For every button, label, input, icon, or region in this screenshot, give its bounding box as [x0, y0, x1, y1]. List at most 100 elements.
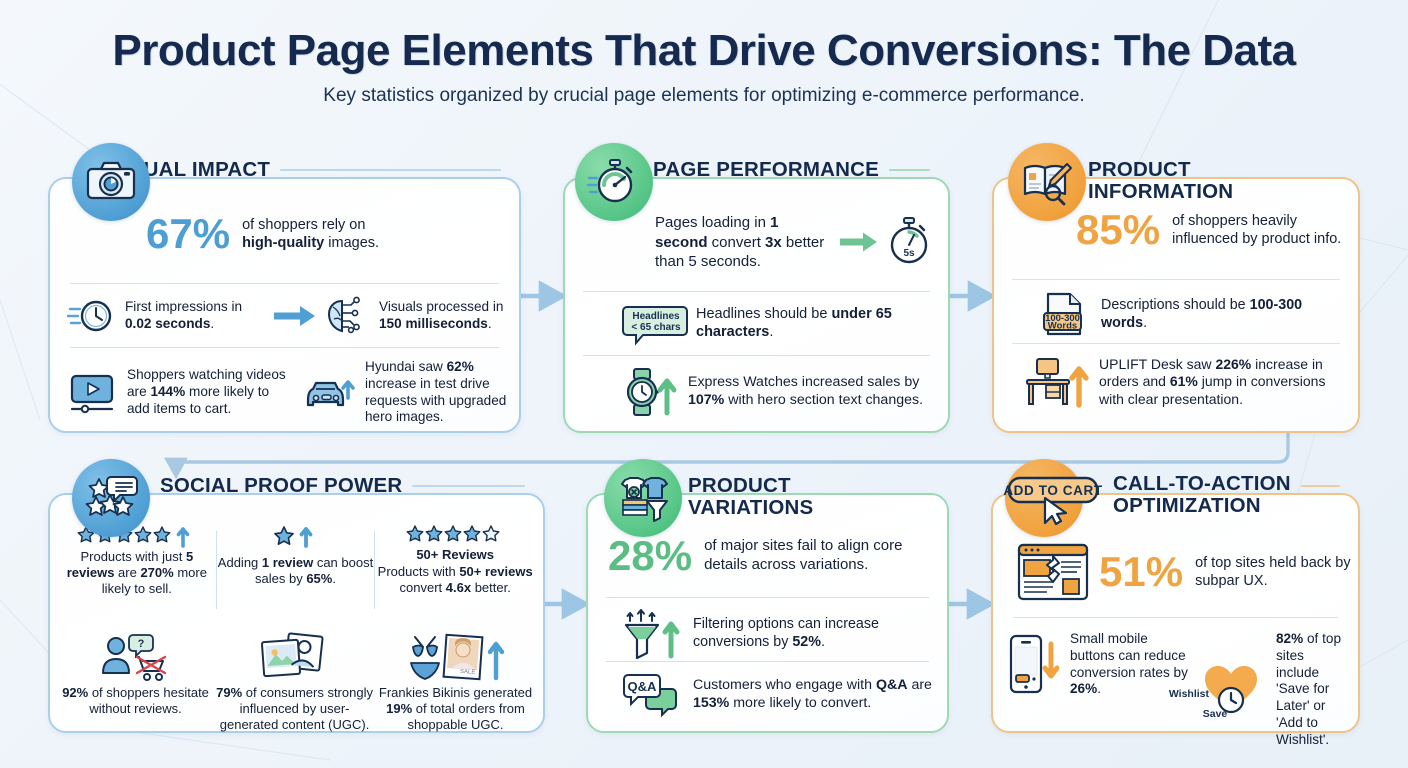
- mobile-downarrow-icon: [1009, 634, 1060, 693]
- page-title: Product Page Elements That Drive Convers…: [112, 26, 1296, 75]
- badge-visual-impact: [72, 143, 150, 221]
- part-lead: Frankies Bikinis generated: [378, 685, 533, 700]
- divider: [70, 283, 499, 284]
- part-bold: 92%: [62, 685, 89, 700]
- social-col-5-reviews: Products with just 5 reviews are 270% mo…: [58, 525, 216, 597]
- divider: [583, 291, 930, 292]
- card-product-variations[interactable]: PRODUCT VARIATIONS 28% of major sites fa…: [586, 459, 949, 733]
- photos-ugc-icon: [260, 632, 324, 678]
- desk-uparrow-icon: [1026, 358, 1089, 408]
- card-social-proof-power[interactable]: SOCIAL PROOF POWER Products with just 5: [48, 459, 545, 733]
- card-head-cta: CALL-TO-ACTION OPTIMIZATION: [1113, 473, 1340, 516]
- tag-label-2: < 65 chars: [631, 322, 681, 333]
- funnel-uparrow-icon: [624, 609, 680, 660]
- fact-text: 92% of shoppers hesitate without reviews…: [58, 685, 213, 717]
- part-tail: with hero section text changes.: [724, 392, 924, 408]
- part-lead: Visuals processed in: [379, 299, 504, 315]
- fact-text: Products with 50+ reviews convert 4.6x b…: [375, 564, 535, 596]
- vdivider: [374, 531, 376, 609]
- svg-text:SALE: SALE: [459, 669, 475, 676]
- part-bold-2: 153%: [693, 695, 730, 711]
- part-bold-1: 5 reviews: [66, 549, 194, 580]
- stars-caption: 50+ Reviews: [416, 547, 495, 562]
- divider: [70, 347, 499, 348]
- part-tail: .: [820, 634, 825, 650]
- divider: [606, 597, 929, 598]
- part-tail: more likely to add items to cart.: [127, 384, 270, 416]
- part-bold: 19%: [386, 700, 413, 716]
- fact-text: First impressions in 0.02 seconds.: [125, 299, 268, 333]
- hero-text-page-performance: Pages loading in 1 second convert 3x bet…: [655, 213, 834, 272]
- part-bold-1: 1 review: [261, 555, 314, 570]
- video-player-icon: [70, 374, 114, 413]
- fact-text: Filtering options can increase conversio…: [693, 616, 933, 651]
- part-bold-1: 1 second: [655, 214, 779, 251]
- one-star-uparrow-icon: [273, 526, 312, 548]
- hero-stat-product-variations: 28% of major sites fail to align core de…: [608, 535, 935, 577]
- part-tail: increase in test drive requests with upg…: [365, 375, 507, 425]
- stopwatch-5s-icon: 5s: [890, 217, 928, 264]
- fact-text: Visuals processed in 150 milliseconds.: [379, 299, 522, 333]
- card-head-product-variations: PRODUCT VARIATIONS: [688, 474, 929, 519]
- part-bold-2: 65%: [306, 570, 333, 586]
- card-title: PRODUCT VARIATIONS: [688, 474, 814, 519]
- headline-tag-icon: Headlines < 65 chars: [622, 306, 688, 346]
- part-tail: more likely to convert.: [729, 695, 872, 711]
- fact-text: Adding 1 review can boost sales by 65%.: [217, 555, 375, 587]
- part-lead: Filtering options can increase conversio…: [693, 616, 879, 650]
- divider: [583, 355, 930, 356]
- fact-first-impressions: First impressions in 0.02 seconds.: [66, 296, 268, 336]
- part-lead: Products with: [377, 564, 460, 579]
- fact-visuals-processed: Visuals processed in 150 milliseconds.: [322, 295, 522, 337]
- stopwatch-label: 5s: [903, 248, 915, 259]
- card-product-information[interactable]: PRODUCT INFORMATION 85% of shoppers heav…: [992, 143, 1360, 433]
- tag-label-1: Headlines: [632, 311, 680, 322]
- social-col-hesitate: ? 92% of shoppers hesitate without revie…: [58, 633, 213, 717]
- fact-wishlist-sites: Wishlist Save 82% of top sites include '…: [1169, 631, 1348, 748]
- part-lead: Products with just: [80, 549, 186, 564]
- fact-text: Products with just 5 reviews are 270% mo…: [58, 549, 216, 597]
- card-title: SOCIAL PROOF POWER: [160, 474, 403, 497]
- part-lead: Customers who engage with: [693, 677, 876, 694]
- stopwatch-icon: [586, 159, 633, 203]
- hero-stat-cta: 51% of top sites held back by subpar UX.: [1099, 551, 1355, 593]
- doc-label-1: 100-300: [1045, 313, 1080, 324]
- part-tail: of total orders from shoppable UGC.: [407, 700, 525, 732]
- card-call-to-action-optimization[interactable]: ADD TO CART CALL-TO-ACTION OPTIMIZATION …: [991, 459, 1360, 747]
- hero-stat-visual-impact: 67% of shoppers rely on high-quality ima…: [146, 213, 503, 255]
- card-page-performance[interactable]: PAGE PERFORMANCE Pages loading in 1 seco…: [563, 143, 950, 433]
- card-head-product-information: PRODUCT INFORMATION: [1088, 158, 1344, 203]
- fact-text: 82% of top sites include 'Save for Later…: [1276, 631, 1348, 748]
- stars-chat-icon: [85, 476, 138, 516]
- fact-text: UPLIFT Desk saw 226% increase in orders …: [1099, 356, 1344, 408]
- card-visual-impact[interactable]: VISUAL IMPACT 67% of shoppers rely on hi…: [48, 143, 522, 433]
- social-col-50-reviews: 50+ Reviews Products with 50+ reviews co…: [375, 525, 535, 596]
- hero-number: 67%: [146, 210, 231, 257]
- fact-text: Shoppers watching videos are 144% more l…: [127, 367, 290, 417]
- part-tail: better.: [471, 579, 511, 595]
- card-title: PRODUCT INFORMATION: [1088, 158, 1234, 203]
- fact-express-watches: Express Watches increased sales by 107% …: [623, 367, 930, 417]
- fact-text: Hyundai saw 62% increase in test drive r…: [365, 359, 510, 426]
- part-bold-1: Q&A: [875, 677, 908, 694]
- part-bold: under 65 characters: [696, 306, 892, 340]
- badge-product-information: [1008, 143, 1086, 221]
- title-rule: [1300, 485, 1340, 487]
- svg-text:?: ?: [137, 638, 144, 650]
- add-to-cart-cursor-icon: ADD TO CART: [1003, 476, 1102, 526]
- part-mid: are: [114, 564, 141, 580]
- fact-headline-length: Headlines < 65 chars Headlines should be…: [622, 303, 928, 346]
- document-words-icon: 100-300 Words: [1043, 292, 1082, 336]
- card-title: PAGE PERFORMANCE: [653, 158, 880, 181]
- fact-hyundai: Hyundai saw 62% increase in test drive r…: [302, 359, 510, 426]
- hero-text: of top sites held back by subpar UX.: [1195, 554, 1351, 589]
- arrow-right-icon: [274, 306, 315, 326]
- divider: [606, 661, 929, 662]
- part-bold-2: 3x: [765, 233, 782, 251]
- doc-label-2: Words: [1048, 321, 1077, 332]
- part-tail: .: [332, 570, 336, 586]
- hero-text-tail: images.: [324, 235, 380, 251]
- rating-stars-icon: [406, 525, 500, 542]
- watch-uparrow-icon: [626, 368, 677, 416]
- clock-motion-icon: [66, 300, 112, 332]
